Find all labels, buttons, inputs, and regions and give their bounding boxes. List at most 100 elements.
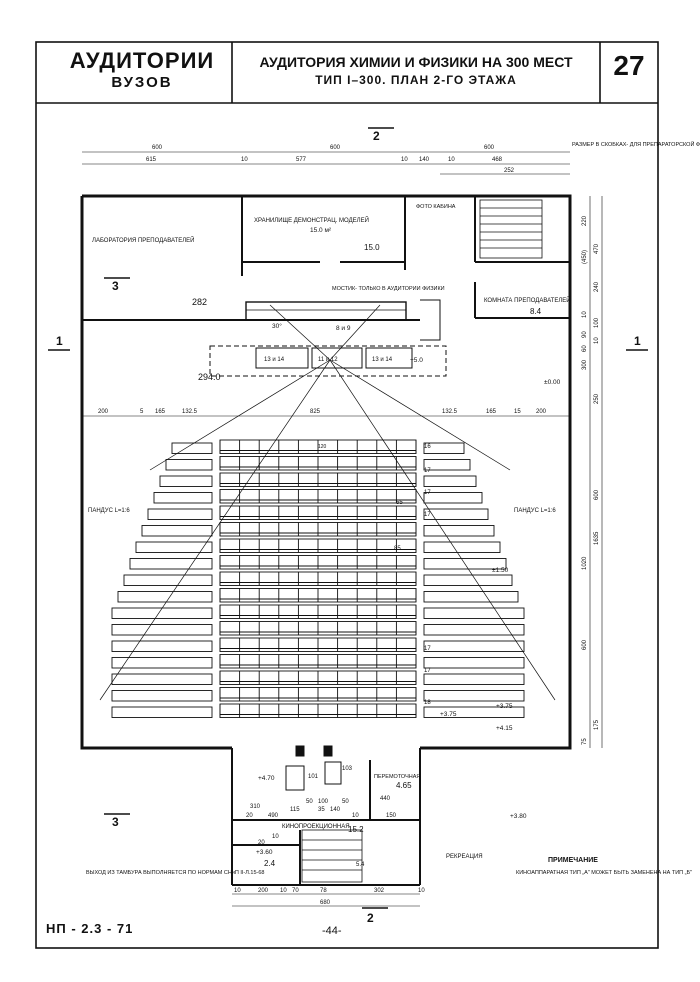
room-projection-label: КИНОПРОЕКЦИОННАЯ — [282, 824, 350, 830]
dimension-value: 35 — [318, 807, 325, 813]
seating-rows — [111, 439, 525, 718]
section-mark-left: 1 — [56, 334, 63, 348]
dimension-value: 615 — [146, 157, 157, 163]
bridge-label: МОСТИК- ТОЛЬКО В АУДИТОРИИ ФИЗИКИ — [332, 286, 445, 292]
dimension-value: 200 — [258, 888, 269, 894]
document-code: НП - 2.3 - 71 — [46, 921, 134, 936]
level-150: ±1.50 — [492, 567, 509, 574]
series-subtitle: ВУЗОВ — [111, 74, 173, 91]
remark-title: ПРИМЕЧАНИЕ — [548, 857, 598, 864]
dimension-value: 468 — [492, 157, 503, 163]
dimension-value: 600 — [582, 639, 588, 650]
sheet-subtitle: ТИП I–300. ПЛАН 2-ГО ЭТАЖА — [315, 73, 517, 87]
row-label-18: 18 — [424, 700, 431, 706]
series-title: АУДИТОРИИ — [69, 48, 215, 73]
recreation-label: РЕКРЕАЦИЯ — [446, 854, 483, 860]
ramp-right-label: ПАНДУС L=1:6 — [514, 508, 556, 514]
dimension-value: 490 — [268, 813, 279, 819]
sheet-number: 27 — [613, 50, 645, 81]
dimension-value: 140 — [330, 807, 341, 813]
section-mark-left-upper: 3 — [112, 279, 119, 293]
page-number: -44- — [322, 925, 342, 937]
room-projection-area: 15.2 — [348, 825, 364, 834]
dimension-value: 10 — [352, 813, 359, 819]
dimension-value: 200 — [98, 409, 109, 415]
dimension-value: 165 — [486, 409, 497, 415]
dimension-value: 10 — [241, 157, 248, 163]
section-marks — [48, 127, 648, 909]
projector-101: 101 — [308, 774, 319, 780]
top-note: РАЗМЕР В СКОБКАХ- ДЛЯ ПРЕПАРАТОРСКОЙ ФИЗ… — [572, 140, 700, 148]
dimension-value: 10 — [401, 157, 408, 163]
ramp-left-label: ПАНДУС L=1:6 — [88, 508, 130, 514]
level-375b: +3.75 — [440, 711, 457, 718]
dimension-value: 100 — [318, 799, 329, 805]
dimension-value: 302 — [374, 888, 385, 894]
dimension-value: 470 — [594, 243, 600, 254]
dimension-value: 150 — [386, 813, 397, 819]
dimension-value: 310 — [250, 804, 261, 810]
row-label-16: 16 — [424, 444, 431, 450]
level-50: +5.0 — [410, 357, 423, 364]
dimension-value: 200 — [536, 409, 547, 415]
section-mark-right: 1 — [634, 334, 641, 348]
angle-mark: 30° — [272, 322, 282, 330]
dimension-value: 5 — [140, 409, 144, 415]
row-label-17b: 17 — [424, 490, 431, 496]
demo-table-mark: 8 и 9 — [336, 325, 351, 332]
level-380: +3.80 — [510, 813, 527, 820]
sheet-frame — [35, 41, 659, 949]
room-storage-area2: 15.0 — [364, 243, 380, 252]
dimension-value: 70 — [292, 888, 299, 894]
level-415: +4.15 — [496, 725, 513, 732]
exterior-walls — [80, 194, 572, 750]
dimension-value: 115 — [290, 807, 300, 813]
hall-area: 294.0 — [198, 372, 221, 382]
dimension-lines — [82, 151, 603, 907]
room-rewind-label: ПЕРЕМОТОЧНАЯ — [374, 774, 420, 780]
dimension-value: 600 — [484, 145, 495, 151]
table-3-mark: 13 и 14 — [372, 357, 393, 363]
dimension-value: 10 — [234, 888, 241, 894]
dimension-value: 1020 — [582, 556, 588, 570]
dimension-value: 1635 — [594, 531, 600, 545]
level-375a: +3.75 — [496, 703, 513, 710]
dimension-value: 300 — [582, 359, 588, 370]
dimension-value: 10 — [582, 311, 588, 318]
stairs — [301, 199, 543, 883]
small-room-area: 2.4 — [264, 859, 276, 868]
dimension-value: 132.5 — [442, 409, 458, 415]
dimension-value: 250 — [594, 393, 600, 404]
dimension-value: 20 — [246, 813, 253, 819]
table-1-mark: 13 и 14 — [264, 357, 285, 363]
dimension-value: 10 — [594, 337, 600, 344]
seat-mark-55: 55 — [396, 500, 403, 506]
sheet-title: АУДИТОРИЯ ХИМИИ И ФИЗИКИ НА 300 МЕСТ — [259, 54, 573, 70]
dimension-value: 140 — [419, 157, 430, 163]
dimension-value: 252 — [504, 168, 515, 174]
bridge-platform — [245, 299, 441, 341]
room-photo-label: ФОТО КАБИНА — [416, 204, 456, 210]
dimension-value: 50 — [306, 799, 313, 805]
dimension-value: 577 — [296, 157, 307, 163]
dimension-value: 680 — [320, 900, 331, 906]
seat-mark-85: 85 — [394, 546, 401, 552]
box-mark: 120 — [318, 444, 327, 450]
dimension-value: 10 — [418, 888, 425, 894]
section-mark-top: 2 — [373, 129, 380, 143]
room-storage-area: 15.0 м² — [310, 227, 332, 234]
dimension-value: 10 — [280, 888, 287, 894]
dimension-value: 600 — [330, 145, 341, 151]
dimension-value: 132.5 — [182, 409, 198, 415]
dimension-value: 100 — [594, 317, 600, 328]
dimension-value: 90 — [582, 331, 588, 338]
dimension-value: 440 — [380, 796, 391, 802]
table-2-mark: 11 и 12 — [318, 357, 338, 363]
row-label-17a: 17 — [424, 468, 431, 474]
row-label-17c: 17 — [424, 512, 431, 518]
sheet-text: 2 2 1 1 3 3 РАЗМЕР В СКОБКАХ- ДЛЯ ПРЕПАР… — [56, 129, 700, 925]
room-teachers-label: КОМНАТА ПРЕПОДАВАТЕЛЕЙ — [484, 296, 571, 304]
dimension-value: 60 — [582, 345, 588, 352]
